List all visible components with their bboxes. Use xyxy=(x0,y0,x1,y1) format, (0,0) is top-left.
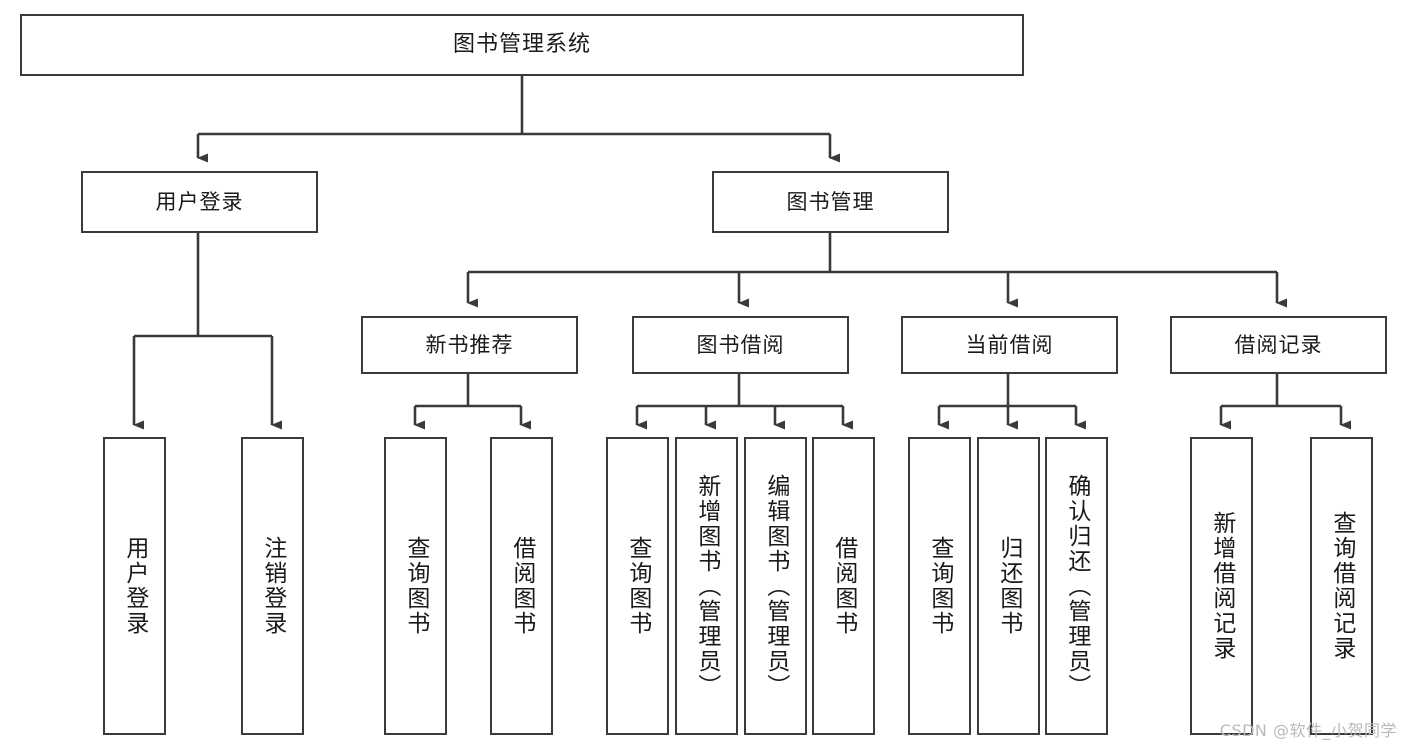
leaf-current-borrow-query[interactable]: 查询图书 xyxy=(908,437,971,735)
leaf-new-book-borrow[interactable]: 借阅图书 xyxy=(490,437,553,735)
leaf-user-login-logout[interactable]: 注销登录 xyxy=(241,437,304,735)
node-label: 查询借阅记录 xyxy=(1328,511,1355,661)
node-label: 新书推荐 xyxy=(425,332,514,357)
node-label: 新增借阅记录 xyxy=(1208,511,1235,661)
leaf-current-borrow-return[interactable]: 归还图书 xyxy=(977,437,1040,735)
node-label: 注销登录 xyxy=(259,536,286,636)
node-label: 查询图书 xyxy=(926,536,953,636)
node-label: 借阅图书 xyxy=(830,536,857,636)
leaf-borrow-record-add[interactable]: 新增借阅记录 xyxy=(1190,437,1253,735)
leaf-borrow-record-query[interactable]: 查询借阅记录 xyxy=(1310,437,1373,735)
node-label: 用户登录 xyxy=(121,536,148,636)
node-label: 用户登录 xyxy=(155,189,244,214)
node-label: 借阅图书 xyxy=(508,536,535,636)
leaf-book-borrow-edit[interactable]: 编辑图书（管理员） xyxy=(744,437,807,735)
node-root-system[interactable]: 图书管理系统 xyxy=(20,14,1024,76)
node-label: 当前借阅 xyxy=(965,332,1054,357)
node-label: 查询图书 xyxy=(624,536,651,636)
node-label: 查询图书 xyxy=(402,536,429,636)
node-label: 编辑图书（管理员） xyxy=(762,473,789,699)
node-label: 新增图书（管理员） xyxy=(693,473,720,699)
node-user-login[interactable]: 用户登录 xyxy=(81,171,318,233)
watermark-text: CSDN @软件_小贺同学 xyxy=(1219,721,1397,740)
node-label: 图书借阅 xyxy=(696,332,785,357)
node-label: 图书管理系统 xyxy=(452,32,591,58)
leaf-user-login-login[interactable]: 用户登录 xyxy=(103,437,166,735)
node-label: 归还图书 xyxy=(995,536,1022,636)
leaf-book-borrow-add[interactable]: 新增图书（管理员） xyxy=(675,437,738,735)
leaf-book-borrow-query[interactable]: 查询图书 xyxy=(606,437,669,735)
leaf-new-book-query[interactable]: 查询图书 xyxy=(384,437,447,735)
node-label: 图书管理 xyxy=(786,189,875,214)
node-book-management[interactable]: 图书管理 xyxy=(712,171,949,233)
node-label: 确认归还（管理员） xyxy=(1063,473,1090,699)
leaf-book-borrow-borrow[interactable]: 借阅图书 xyxy=(812,437,875,735)
node-label: 借阅记录 xyxy=(1234,332,1323,357)
node-borrow-record[interactable]: 借阅记录 xyxy=(1170,316,1387,374)
node-current-borrow[interactable]: 当前借阅 xyxy=(901,316,1118,374)
leaf-current-borrow-confirm-return[interactable]: 确认归还（管理员） xyxy=(1045,437,1108,735)
node-book-borrow[interactable]: 图书借阅 xyxy=(632,316,849,374)
node-new-book-recommend[interactable]: 新书推荐 xyxy=(361,316,578,374)
